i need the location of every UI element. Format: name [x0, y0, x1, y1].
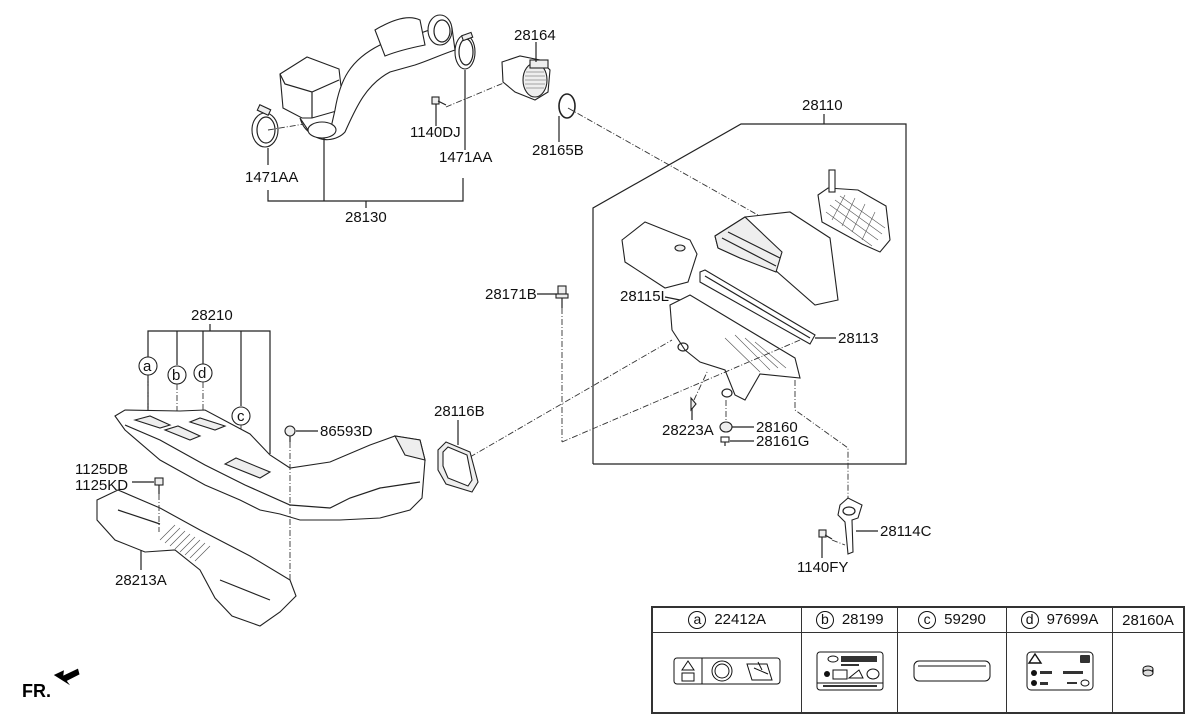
legend-header-b: b 28199	[801, 607, 898, 633]
callout-28210: 28210	[191, 307, 233, 324]
callout-28213A: 28213A	[115, 572, 167, 589]
legend-image-b	[801, 632, 898, 713]
callout-1125KD: 1125KD	[75, 477, 128, 494]
clip-86593D[interactable]	[284, 425, 296, 442]
callout-28113: 28113	[838, 330, 879, 347]
legend-image-28160A	[1112, 632, 1184, 713]
callout-28116B: 28116B	[434, 403, 485, 420]
duct-group-bracket	[147, 330, 271, 454]
callout-28110: 28110	[802, 97, 843, 114]
air-cleaner-upper-cover[interactable]	[714, 211, 839, 306]
air-cleaner-inlet-duct[interactable]	[817, 169, 891, 253]
duct-bracket-28213A[interactable]	[96, 489, 297, 627]
bolt-28171B[interactable]	[555, 285, 569, 308]
gasket-28116B[interactable]	[437, 441, 479, 493]
legend-part-28160A[interactable]: 28160A	[1122, 611, 1174, 629]
callout-28160: 28160	[756, 419, 798, 436]
callout-1471AA-right: 1471AA	[439, 149, 492, 166]
callout-1140FY: 1140FY	[797, 559, 848, 576]
callout-28171B: 28171B	[485, 286, 537, 303]
legend-header-c: c 59290	[896, 607, 1008, 633]
callout-1125DB: 1125DB	[75, 461, 128, 478]
callout-28114C: 28114C	[880, 523, 932, 540]
legend-letter-b: b	[815, 611, 834, 630]
hose-clamp-left[interactable]	[251, 104, 279, 148]
bolt-1140DJ[interactable]	[431, 96, 447, 106]
legend-image-d	[1006, 632, 1113, 713]
callout-28164: 28164	[514, 27, 556, 44]
legend-letter-c: c	[918, 611, 937, 630]
legend-header-a: a 22412A	[651, 607, 803, 633]
grommet-icon	[1142, 665, 1154, 676]
callout-86593D: 86593D	[320, 423, 373, 440]
hyundai-emission-label-icon	[816, 651, 884, 690]
legend-letter-d: d	[1020, 611, 1039, 630]
legend-part-c[interactable]: 59290	[944, 610, 986, 628]
marker-a: a	[138, 356, 158, 376]
marker-d: d	[193, 363, 213, 383]
legend-part-d[interactable]: 97699A	[1046, 610, 1099, 628]
svg-text:d: d	[198, 365, 206, 382]
front-direction-arrow-icon	[53, 668, 80, 686]
marker-c: c	[231, 406, 251, 426]
air-flow-sensor[interactable]	[501, 55, 551, 101]
callout-28115L: 28115L	[620, 288, 669, 305]
blank-label-icon	[913, 660, 991, 681]
air-intake-duct-28210[interactable]	[114, 409, 426, 521]
legend-header-28160A: 28160A	[1112, 607, 1184, 633]
legend-image-c	[896, 632, 1008, 713]
legend-header-d: d 97699A	[1006, 607, 1113, 633]
grommet-28160[interactable]	[719, 421, 733, 433]
legend-letter-a: a	[688, 611, 707, 630]
bolt-1125DB-1125KD[interactable]	[154, 477, 164, 494]
o-ring-28165B[interactable]	[558, 93, 576, 119]
air-cleaner-side-cover-28115L[interactable]	[621, 221, 698, 289]
intake-hose-assembly[interactable]	[279, 14, 456, 141]
callout-1140DJ: 1140DJ	[410, 124, 461, 141]
callout-28165B: 28165B	[532, 142, 584, 159]
svg-text:a: a	[143, 358, 152, 375]
legend-part-a[interactable]: 22412A	[714, 610, 767, 628]
collar-28161G[interactable]	[720, 436, 730, 446]
svg-text:b: b	[172, 367, 180, 384]
refrigerant-label-icon	[1026, 651, 1094, 690]
air-filter-element-28113[interactable]	[699, 269, 816, 345]
front-direction-label: FR.	[22, 681, 51, 701]
hose-clamp-right[interactable]	[454, 31, 476, 70]
svg-text:c: c	[237, 408, 245, 425]
callout-28223A: 28223A	[662, 422, 714, 439]
legend-image-a	[651, 632, 803, 713]
marker-b: b	[167, 365, 187, 385]
callout-28130: 28130	[345, 209, 387, 226]
bolt-1140FY[interactable]	[818, 529, 833, 540]
bracket-28114C[interactable]	[837, 497, 863, 555]
clip-28223A[interactable]	[690, 396, 697, 412]
label-legend-table: a 22412A b 28199 c 59290 d 97699A 28160A	[651, 606, 1185, 714]
legend-part-b[interactable]: 28199	[841, 610, 884, 628]
warning-label-icon	[673, 657, 781, 684]
callout-28161G: 28161G	[756, 433, 809, 450]
air-cleaner-lower-housing[interactable]	[669, 294, 801, 401]
callout-1471AA-left: 1471AA	[245, 169, 298, 186]
